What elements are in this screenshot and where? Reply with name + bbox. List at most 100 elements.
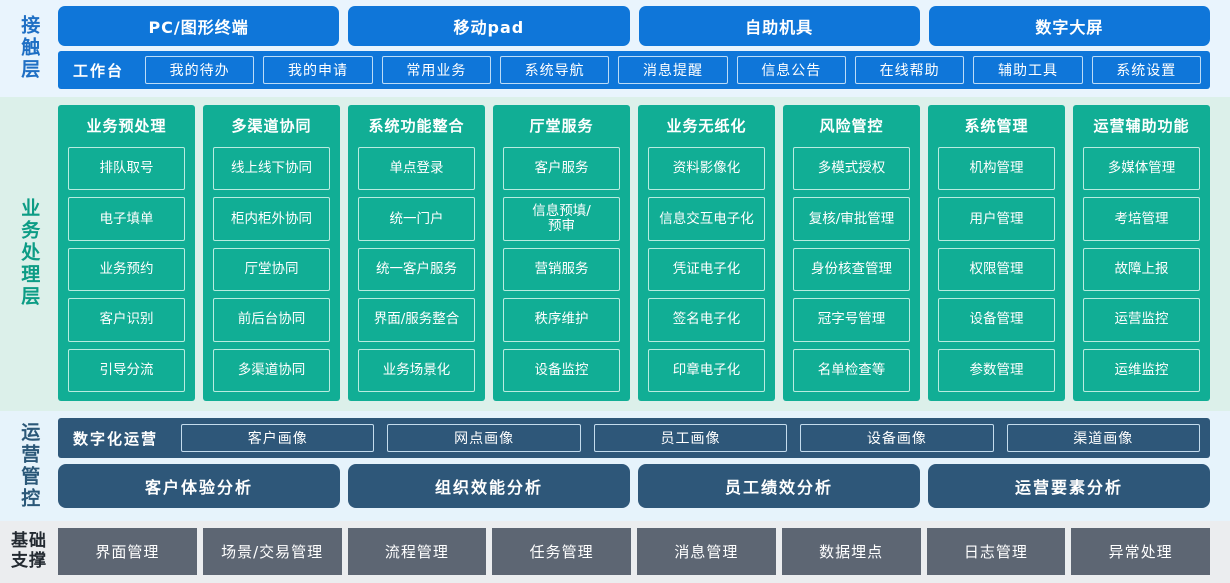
business-item[interactable]: 营销服务 bbox=[503, 247, 620, 292]
business-item[interactable]: 客户识别 bbox=[68, 298, 185, 342]
foundation-item-process-management[interactable]: 流程管理 bbox=[347, 528, 487, 575]
analysis-item-operation-factor[interactable]: 运营要素分析 bbox=[928, 464, 1210, 508]
business-item[interactable]: 名单检查等 bbox=[793, 348, 910, 393]
nav-item-my-application[interactable]: 我的申请 bbox=[263, 56, 373, 84]
business-item[interactable]: 设备管理 bbox=[938, 298, 1055, 342]
contact-nav-row: 工作台 我的待办 我的申请 常用业务 系统导航 消息提醒 信息公告 在线帮助 辅… bbox=[58, 51, 1210, 89]
portrait-item-branch[interactable]: 网点画像 bbox=[387, 424, 581, 452]
business-item[interactable]: 参数管理 bbox=[938, 348, 1055, 393]
business-item[interactable]: 运营监控 bbox=[1083, 298, 1200, 342]
business-item[interactable]: 电子填单 bbox=[68, 197, 185, 241]
channel-digital-screen[interactable]: 数字大屏 bbox=[928, 6, 1210, 46]
business-column-risk-control: 风险管控 多模式授权 复核/审批管理 身份核查管理 冠字号管理 名单检查等 bbox=[783, 105, 920, 401]
business-item[interactable]: 客户服务 bbox=[503, 147, 620, 191]
portrait-item-channel[interactable]: 渠道画像 bbox=[1006, 424, 1200, 452]
nav-item-information-bulletin[interactable]: 信息公告 bbox=[736, 56, 846, 84]
nav-item-system-settings[interactable]: 系统设置 bbox=[1091, 56, 1201, 84]
layer-business-label: 业务处理层 bbox=[0, 105, 58, 401]
business-column-system-integration: 系统功能整合 单点登录 统一门户 统一客户服务 界面/服务整合 业务场景化 bbox=[348, 105, 485, 401]
business-item[interactable]: 线上线下协同 bbox=[213, 147, 330, 191]
business-item[interactable]: 签名电子化 bbox=[648, 298, 765, 342]
business-column-system-management: 系统管理 机构管理 用户管理 权限管理 设备管理 参数管理 bbox=[928, 105, 1065, 401]
portrait-item-customer[interactable]: 客户画像 bbox=[181, 424, 375, 452]
business-item[interactable]: 统一客户服务 bbox=[358, 247, 475, 292]
foundation-item-data-tracking[interactable]: 数据埋点 bbox=[781, 528, 921, 575]
channel-pc[interactable]: PC/图形终端 bbox=[58, 6, 340, 46]
column-title: 风险管控 bbox=[819, 117, 884, 135]
business-item[interactable]: 印章电子化 bbox=[648, 348, 765, 393]
layer-operations-label: 运营管控 bbox=[0, 418, 58, 513]
business-item[interactable]: 排队取号 bbox=[68, 147, 185, 191]
nav-item-auxiliary-tools[interactable]: 辅助工具 bbox=[973, 56, 1083, 84]
business-item[interactable]: 故障上报 bbox=[1083, 247, 1200, 292]
layer-foundation: 基础 支撑 界面管理 场景/交易管理 流程管理 任务管理 消息管理 数据埋点 日… bbox=[0, 521, 1230, 583]
foundation-item-scenario-transaction-management[interactable]: 场景/交易管理 bbox=[202, 528, 342, 575]
business-item[interactable]: 多渠道协同 bbox=[213, 348, 330, 393]
business-item[interactable]: 运维监控 bbox=[1083, 348, 1200, 393]
layer-contact-body: PC/图形终端 移动pad 自助机具 数字大屏 工作台 我的待办 我的申请 常用… bbox=[58, 6, 1230, 89]
business-item[interactable]: 信息交互电子化 bbox=[648, 197, 765, 241]
column-title: 业务无纸化 bbox=[666, 117, 747, 135]
column-title: 系统管理 bbox=[964, 117, 1029, 135]
business-item[interactable]: 身份核查管理 bbox=[793, 247, 910, 292]
layer-business-body: 业务预处理 排队取号 电子填单 业务预约 客户识别 引导分流 多渠道协同 线上线… bbox=[58, 105, 1230, 401]
foundation-item-task-management[interactable]: 任务管理 bbox=[492, 528, 631, 575]
foundation-item-log-management[interactable]: 日志管理 bbox=[926, 528, 1066, 575]
business-item[interactable]: 厅堂协同 bbox=[213, 247, 330, 292]
contact-channel-row: PC/图形终端 移动pad 自助机具 数字大屏 bbox=[58, 6, 1210, 46]
business-item[interactable]: 权限管理 bbox=[938, 247, 1055, 292]
business-item[interactable]: 冠字号管理 bbox=[793, 298, 910, 342]
business-item[interactable]: 用户管理 bbox=[938, 197, 1055, 241]
business-item[interactable]: 界面/服务整合 bbox=[358, 298, 475, 342]
business-column-multi-channel: 多渠道协同 线上线下协同 柜内柜外协同 厅堂协同 前后台协同 多渠道协同 bbox=[203, 105, 340, 401]
portrait-item-device[interactable]: 设备画像 bbox=[800, 424, 994, 452]
digital-operations-title: 数字化运营 bbox=[73, 429, 159, 448]
business-item[interactable]: 凭证电子化 bbox=[648, 247, 765, 292]
business-item[interactable]: 考培管理 bbox=[1083, 197, 1200, 241]
business-item[interactable]: 单点登录 bbox=[358, 147, 475, 191]
business-item[interactable]: 秩序维护 bbox=[503, 298, 620, 342]
layer-contact-label: 接触层 bbox=[0, 6, 58, 89]
foundation-item-message-management[interactable]: 消息管理 bbox=[637, 528, 776, 575]
column-title: 业务预处理 bbox=[86, 117, 167, 135]
business-item[interactable]: 信息预填/ 预审 bbox=[503, 197, 620, 241]
nav-title-workbench: 工作台 bbox=[73, 61, 125, 80]
layer-operations-body: 数字化运营 客户画像 网点画像 员工画像 设备画像 渠道画像 客户体验分析 组织… bbox=[58, 418, 1230, 513]
business-item[interactable]: 业务预约 bbox=[68, 247, 185, 292]
analysis-row: 客户体验分析 组织效能分析 员工绩效分析 运营要素分析 bbox=[58, 464, 1210, 508]
foundation-row: 界面管理 场景/交易管理 流程管理 任务管理 消息管理 数据埋点 日志管理 异常… bbox=[58, 528, 1210, 575]
layer-foundation-label: 基础 支撑 bbox=[0, 528, 58, 575]
business-column-paperless: 业务无纸化 资料影像化 信息交互电子化 凭证电子化 签名电子化 印章电子化 bbox=[638, 105, 775, 401]
business-item[interactable]: 柜内柜外协同 bbox=[213, 197, 330, 241]
business-item[interactable]: 统一门户 bbox=[358, 197, 475, 241]
business-item[interactable]: 引导分流 bbox=[68, 348, 185, 393]
analysis-item-customer-experience[interactable]: 客户体验分析 bbox=[58, 464, 340, 508]
nav-item-system-navigation[interactable]: 系统导航 bbox=[500, 56, 610, 84]
channel-self-service[interactable]: 自助机具 bbox=[638, 6, 920, 46]
nav-item-common-business[interactable]: 常用业务 bbox=[381, 56, 491, 84]
channel-mobile-pad[interactable]: 移动pad bbox=[348, 6, 630, 46]
business-item[interactable]: 设备监控 bbox=[503, 348, 620, 393]
analysis-item-organization-efficiency[interactable]: 组织效能分析 bbox=[348, 464, 630, 508]
layer-operations-label-text: 运营管控 bbox=[18, 421, 41, 510]
layer-business: 业务处理层 业务预处理 排队取号 电子填单 业务预约 客户识别 引导分流 多渠道… bbox=[0, 97, 1230, 411]
nav-item-online-help[interactable]: 在线帮助 bbox=[854, 56, 965, 84]
portrait-item-employee[interactable]: 员工画像 bbox=[593, 424, 788, 452]
business-column-pre-processing: 业务预处理 排队取号 电子填单 业务预约 客户识别 引导分流 bbox=[58, 105, 195, 401]
business-item[interactable]: 机构管理 bbox=[938, 147, 1055, 191]
layer-operations: 运营管控 数字化运营 客户画像 网点画像 员工画像 设备画像 渠道画像 客户体验… bbox=[0, 411, 1230, 521]
foundation-item-exception-handling[interactable]: 异常处理 bbox=[1071, 528, 1210, 575]
business-item[interactable]: 资料影像化 bbox=[648, 147, 765, 191]
digital-operations-row: 数字化运营 客户画像 网点画像 员工画像 设备画像 渠道画像 bbox=[58, 418, 1210, 458]
business-item[interactable]: 多模式授权 bbox=[793, 147, 910, 191]
business-item[interactable]: 业务场景化 bbox=[358, 348, 475, 393]
layer-contact: 接触层 PC/图形终端 移动pad 自助机具 数字大屏 工作台 我的待办 我的申… bbox=[0, 0, 1230, 97]
analysis-item-employee-performance[interactable]: 员工绩效分析 bbox=[638, 464, 920, 508]
nav-item-my-todo[interactable]: 我的待办 bbox=[145, 56, 255, 84]
business-item[interactable]: 复核/审批管理 bbox=[793, 197, 910, 241]
business-item[interactable]: 多媒体管理 bbox=[1083, 147, 1200, 191]
nav-item-message-reminder[interactable]: 消息提醒 bbox=[618, 56, 728, 84]
business-item[interactable]: 前后台协同 bbox=[213, 298, 330, 342]
foundation-item-interface-management[interactable]: 界面管理 bbox=[58, 528, 197, 575]
